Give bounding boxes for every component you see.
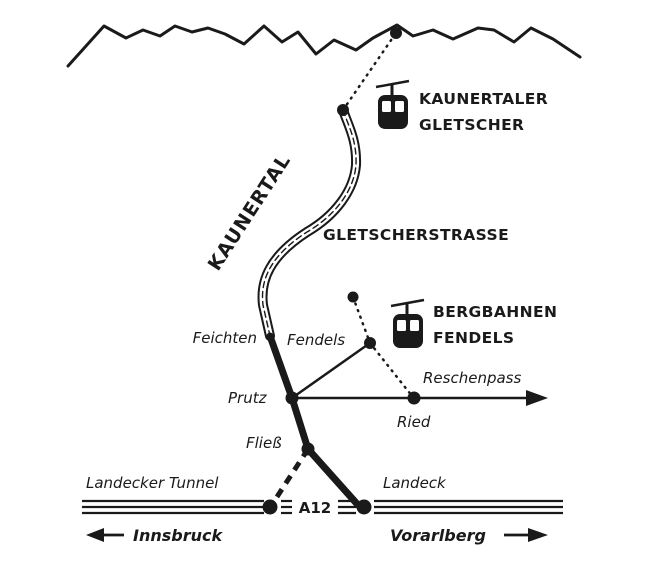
motorway-label: A12 [299, 499, 331, 517]
mountain-ridge [66, 23, 582, 68]
gletscherstrasse-road [257, 105, 362, 341]
arrow-right-icon [504, 528, 548, 542]
glacier-label-line2: GLETSCHER [419, 116, 524, 134]
arrow-left-icon [86, 528, 124, 542]
prutz-node [285, 391, 299, 405]
fendels-road [290, 341, 372, 400]
fendels-lift-label-line2: FENDELS [433, 329, 514, 347]
tunnel-connector [270, 447, 311, 505]
glacier-station-node [337, 104, 349, 116]
gondola-icon [390, 298, 425, 348]
ried-node [407, 391, 421, 405]
place-landeck: Landeck [383, 474, 447, 492]
fendels-lift-line [351, 295, 372, 345]
fendels-lift-label-line1: BERGBAHNEN [433, 303, 557, 321]
landeck-node [356, 499, 372, 515]
fendels-top-node [347, 291, 359, 303]
a12-motorway [82, 499, 563, 515]
place-prutz: Prutz [228, 389, 268, 407]
reschenpass-arrowhead [526, 390, 548, 406]
fliess-node [301, 442, 315, 456]
place-ried: Ried [397, 413, 431, 431]
direction-innsbruck: Innsbruck [133, 526, 223, 545]
place-fliess: Fließ [246, 434, 282, 452]
glacier-summit-node [390, 27, 402, 39]
road-label: GLETSCHERSTRASSE [323, 226, 509, 244]
place-landecker-tunnel: Landecker Tunnel [86, 474, 219, 492]
main-valley-road [266, 332, 362, 509]
fendels-node [364, 337, 376, 349]
fendels-ried-dotted-path [368, 341, 414, 398]
direction-vorarlberg: Vorarlberg [390, 526, 486, 545]
glacier-cableway [341, 31, 398, 112]
glacier-label-line1: KAUNERTALER [419, 90, 548, 108]
place-fendels: Fendels [287, 331, 345, 349]
tunnel-node [262, 499, 278, 515]
gondola-icon [375, 79, 410, 129]
place-feichten: Feichten [193, 329, 257, 347]
place-reschenpass: Reschenpass [423, 369, 521, 387]
